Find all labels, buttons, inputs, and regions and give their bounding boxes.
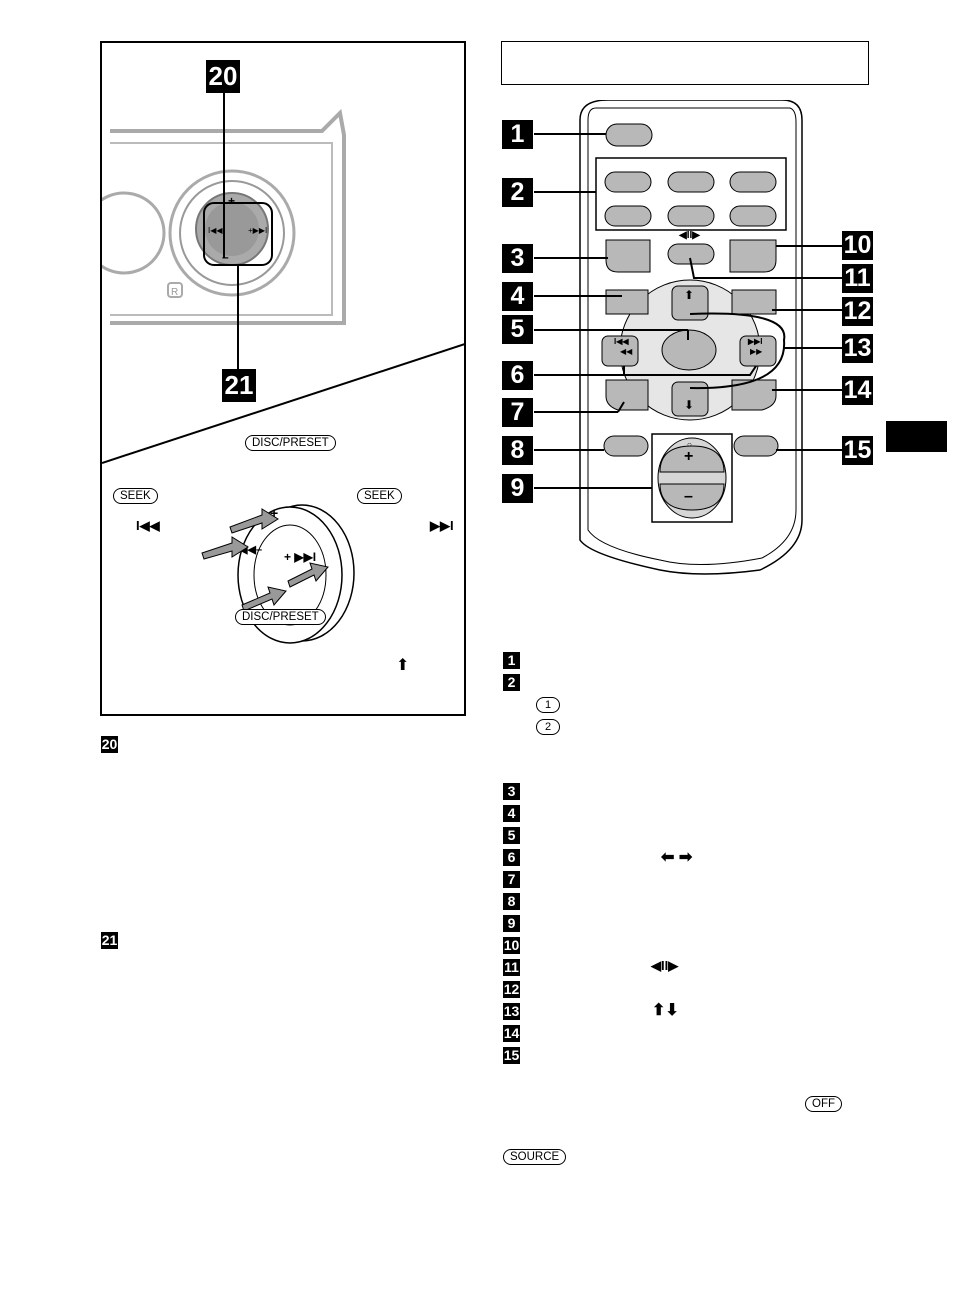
prev-track-icon: I◀◀ — [136, 518, 160, 533]
up-arrow-icon: ⬆ — [396, 657, 410, 674]
seek-label-right: SEEK — [357, 488, 402, 504]
pause-play-symbol: ◀II▶ — [679, 230, 700, 241]
remote-callout-8: 8 — [502, 436, 533, 465]
section-tab — [886, 421, 947, 452]
prev-button-icon: I◀◀ — [614, 337, 629, 346]
list-item-8: 8 — [503, 893, 520, 910]
list-item-5: 5 — [503, 827, 520, 844]
svg-text:+ ▶▶I: + ▶▶I — [284, 550, 316, 564]
svg-text:–: – — [222, 250, 229, 264]
list-item-9: 9 — [503, 915, 520, 932]
up-down-arrows-icon: ⬆⬇ — [652, 1002, 679, 1019]
svg-text:+: + — [270, 505, 278, 521]
list-callout-21: 21 — [101, 932, 118, 949]
remote-callout-6: 6 — [502, 361, 533, 390]
up-button-icon: ⬆ — [684, 288, 695, 302]
list-item-1: 1 — [503, 652, 520, 669]
sub-item-2: 2 — [536, 719, 560, 735]
source-button-label: SOURCE — [503, 1149, 567, 1165]
left-illustration-box: R + – I◀◀ +▶▶I + I◀◀– + ▶▶I – 20 21 DISC… — [100, 41, 466, 716]
remote-callout-2: 2 — [502, 178, 533, 207]
remote-callout-12: 12 — [842, 297, 873, 326]
remote-callout-1: 1 — [502, 120, 533, 149]
list-item-6: 6 — [503, 849, 520, 866]
list-callout-20: 20 — [101, 736, 118, 753]
sub-item-1: 1 — [536, 697, 560, 713]
list-item-15: 15 — [503, 1047, 520, 1064]
remote-callout-10: 10 — [842, 231, 873, 260]
remote-callout-9: 9 — [502, 474, 533, 503]
remote-callout-3: 3 — [502, 244, 533, 273]
list-item-2: 2 — [503, 674, 520, 691]
prev-small-icon: ◀◀ — [620, 347, 633, 356]
list-item-7: 7 — [503, 871, 520, 888]
list-item-3: 3 — [503, 783, 520, 800]
svg-text:+: + — [228, 194, 235, 208]
remote-illustration — [534, 100, 842, 575]
svg-text:I◀◀: I◀◀ — [208, 226, 223, 235]
remote-callout-14: 14 — [842, 376, 873, 405]
list-item-11: 11 — [503, 959, 520, 976]
next-small-icon: ▶▶ — [750, 347, 763, 356]
remote-callout-5: 5 — [502, 315, 533, 344]
remote-callout-7: 7 — [502, 398, 533, 427]
disc-preset-label-top: DISC/PRESET — [245, 435, 336, 451]
section-title-box — [501, 41, 869, 85]
list-item-14: 14 — [503, 1025, 520, 1042]
svg-text:+▶▶I: +▶▶I — [248, 226, 267, 235]
remote-callout-11: 11 — [842, 264, 873, 293]
disc-preset-label-bottom: DISC/PRESET — [235, 609, 326, 625]
list-item-12: 12 — [503, 981, 520, 998]
remote-callout-15: 15 — [842, 436, 873, 465]
callout-20: 20 — [206, 60, 240, 93]
list-item-10: 10 — [503, 937, 520, 954]
callout-21: 21 — [222, 369, 256, 402]
remote-callout-4: 4 — [502, 282, 533, 311]
vol-dot-icon: ○ — [687, 440, 692, 449]
pause-play-icon: ◀II▶ — [651, 958, 679, 973]
list-item-13: 13 — [503, 1003, 520, 1020]
down-button-icon: ⬇ — [684, 398, 695, 412]
next-track-icon: ▶▶I — [430, 518, 454, 533]
remote-callout-13: 13 — [842, 334, 873, 363]
next-button-icon: ▶▶I — [748, 337, 763, 346]
vol-plus-icon: + — [684, 448, 694, 465]
unit-label: R — [171, 287, 178, 298]
left-right-arrows-icon: ⬅ ➡ — [661, 849, 693, 866]
vol-minus-icon: – — [684, 488, 693, 505]
off-button-label: OFF — [805, 1096, 842, 1112]
list-item-4: 4 — [503, 805, 520, 822]
seek-label-left: SEEK — [113, 488, 158, 504]
